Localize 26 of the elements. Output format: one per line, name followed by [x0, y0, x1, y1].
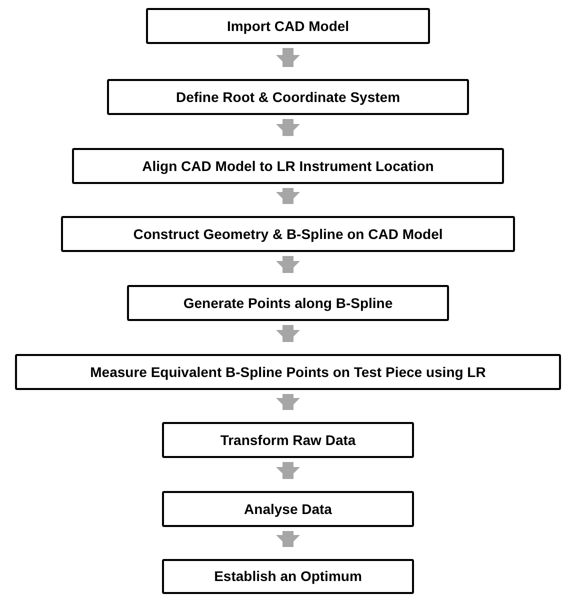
- process-box: [61, 216, 515, 252]
- step-label: Transform Raw Data: [220, 430, 356, 450]
- arrow: [276, 119, 300, 136]
- process-box: [146, 8, 430, 44]
- process-box: [107, 79, 469, 115]
- process-box: [72, 148, 504, 184]
- arrow: [276, 48, 300, 67]
- arrow: [276, 256, 300, 273]
- step-label: Analyse Data: [244, 500, 332, 519]
- step-label: Generate Points along B-Spline: [183, 294, 393, 313]
- process-box: [15, 354, 561, 390]
- arrow: [276, 188, 300, 204]
- process-box: [162, 422, 414, 458]
- step-label: Construct Geometry & B-Spline on CAD Model: [133, 224, 443, 244]
- step-label: Measure Equivalent B-Spline Points on Test Piece using LR: [90, 362, 486, 382]
- step-label: Import CAD Model: [226, 16, 350, 36]
- arrow: [276, 325, 300, 342]
- arrow: [276, 394, 300, 410]
- process-box: [127, 285, 449, 321]
- process-box: [162, 559, 414, 594]
- step-label: Align CAD Model to LR Instrument Location: [142, 156, 434, 176]
- process-box: [162, 491, 414, 527]
- arrow: [276, 531, 300, 547]
- step-label: Define Root & Coordinate System: [176, 88, 400, 107]
- step-label: Establish an Optimum: [214, 567, 362, 586]
- arrow: [276, 462, 300, 479]
